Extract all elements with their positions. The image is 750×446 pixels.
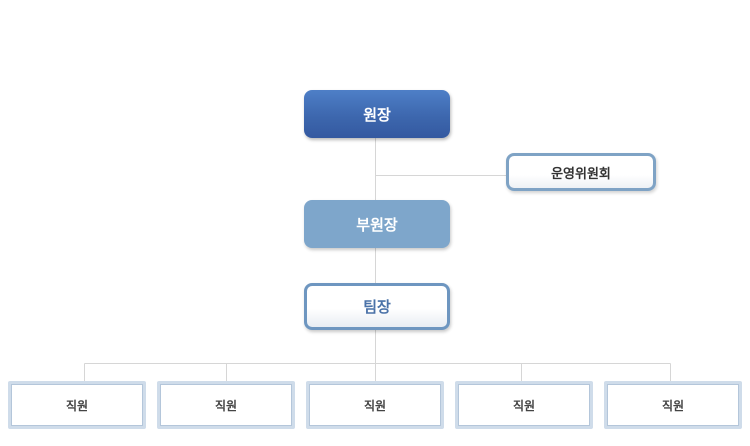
staff-label-5: 직원 bbox=[661, 398, 685, 413]
director-box: 원장 bbox=[304, 90, 450, 138]
staff-label-4: 직원 bbox=[512, 398, 536, 413]
committee-box: 운영위원회 bbox=[506, 153, 656, 191]
staff-label-3: 직원 bbox=[363, 398, 387, 413]
staff-label-2: 직원 bbox=[214, 398, 238, 413]
staff-box-4: 직원 bbox=[455, 381, 593, 429]
vice-director-box: 부원장 bbox=[304, 200, 450, 248]
team-leader-label: 팀장 bbox=[363, 298, 391, 316]
committee-label: 운영위원회 bbox=[551, 166, 611, 182]
vice-director-label: 부원장 bbox=[356, 215, 398, 234]
staff-box-2: 직원 bbox=[157, 381, 295, 429]
staff-label-1: 직원 bbox=[65, 398, 89, 413]
director-label: 원장 bbox=[363, 105, 391, 124]
staff-box-3: 직원 bbox=[306, 381, 444, 429]
team-leader-box: 팀장 bbox=[304, 283, 450, 330]
staff-box-1: 직원 bbox=[8, 381, 146, 429]
staff-box-5: 직원 bbox=[604, 381, 742, 429]
